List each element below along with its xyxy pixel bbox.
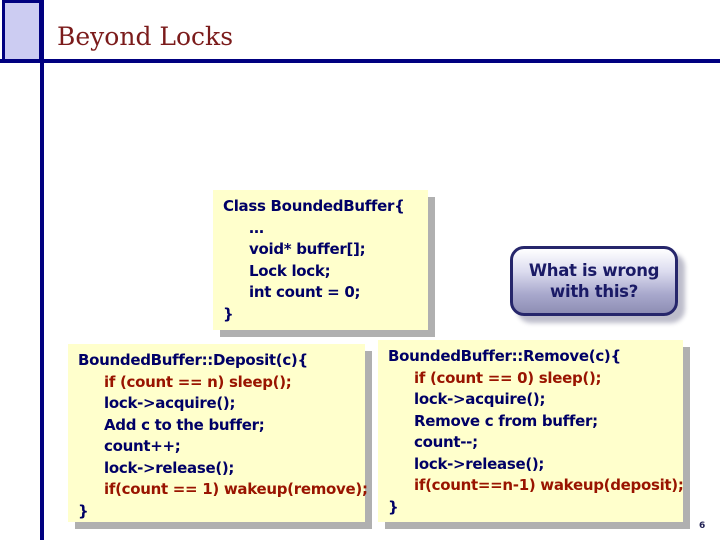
page-number: 6: [699, 521, 706, 531]
code-line: BoundedBuffer::Remove(c){: [388, 347, 621, 365]
code-line: }: [388, 497, 399, 516]
code-line: if (count == n) sleep();: [104, 372, 292, 391]
code-line: Lock lock;: [249, 261, 331, 280]
code-line: lock->release();: [414, 454, 545, 473]
horizontal-rule: [0, 59, 720, 63]
callout-what-is-wrong: What is wrong with this?: [510, 246, 678, 316]
code-line: if(count == 1) wakeup(remove);: [104, 480, 368, 498]
callout-text-line2: with this?: [550, 282, 638, 301]
code-line: }: [223, 304, 234, 323]
code-line: Remove c from buffer;: [414, 411, 598, 430]
page-title: Beyond Locks: [57, 22, 234, 51]
code-box-remove: BoundedBuffer::Remove(c){if (count == 0)…: [378, 340, 684, 522]
code-line: if (count == 0) sleep();: [414, 368, 602, 387]
code-line: lock->acquire();: [104, 394, 236, 412]
vertical-rule: [40, 0, 44, 540]
code-line: count--;: [414, 433, 478, 451]
code-line: count++;: [104, 437, 181, 455]
code-box-class-definition: Class BoundedBuffer{ … void* buffer[]; Lock…: [213, 190, 428, 330]
code-line: Class BoundedBuffer{: [223, 197, 405, 215]
code-line: Add c to the buffer;: [104, 415, 265, 434]
code-line: }: [78, 501, 89, 520]
code-line: …: [249, 218, 264, 237]
code-line: lock->release();: [104, 458, 235, 477]
code-line: lock->acquire();: [414, 390, 546, 408]
code-line: BoundedBuffer::Deposit(c){: [78, 351, 308, 369]
code-box-deposit: BoundedBuffer::Deposit(c){if (count == n…: [68, 344, 368, 522]
code-line: void* buffer[];: [249, 240, 366, 258]
code-line: if(count==n-1) wakeup(deposit);: [414, 476, 684, 494]
code-line: int count = 0;: [249, 283, 361, 301]
corner-accent-rectangle: [2, 0, 42, 62]
callout-text-line1: What is wrong: [528, 261, 660, 280]
